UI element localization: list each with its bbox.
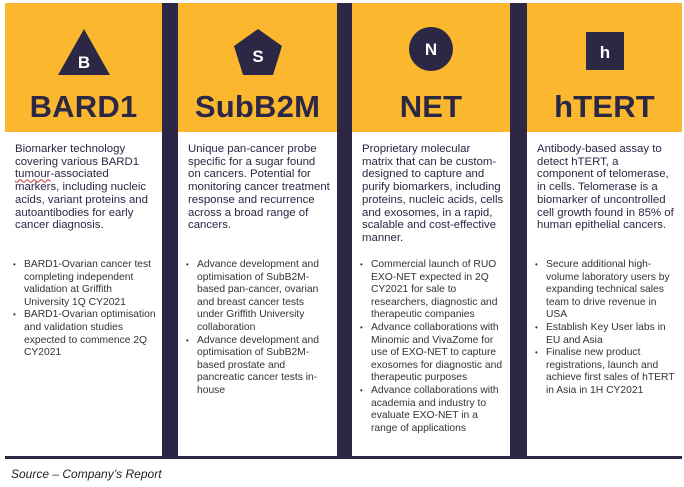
column-header: B BARD1 xyxy=(5,3,162,132)
column-subb2m: S SubB2M Unique pan-cancer probe specifi… xyxy=(178,3,337,456)
list-item: Advance development and optimisation of … xyxy=(186,335,331,398)
triangle-icon: B xyxy=(57,29,110,75)
column-description: Biomarker technology covering various BA… xyxy=(15,143,148,232)
bullet-list: Secure additional high-volume laboratory… xyxy=(527,250,682,456)
column-net: N NET Proprietary molecular matrix that … xyxy=(352,3,510,456)
list-item: Secure additional high-volume laboratory… xyxy=(535,259,676,322)
svg-text:N: N xyxy=(425,40,437,59)
column-title: NET xyxy=(399,89,463,124)
list-item: Advance collaborations with academia and… xyxy=(360,385,504,435)
column-header: S SubB2M xyxy=(178,3,337,132)
source-caption: Source – Company’s Report xyxy=(11,467,162,481)
column-title: SubB2M xyxy=(194,89,321,124)
column-title: hTERT xyxy=(554,89,655,124)
circle-icon: N xyxy=(409,27,453,71)
column-description: Proprietary molecular matrix that can be… xyxy=(362,143,504,244)
square-icon: h xyxy=(585,32,624,70)
list-item: Advance development and optimisation of … xyxy=(186,259,331,335)
svg-text:S: S xyxy=(252,47,263,66)
list-item: Commercial launch of RUO EXO-NET expecte… xyxy=(360,259,504,322)
pentagon-icon: S xyxy=(233,29,282,75)
column-bard1: B BARD1 Biomarker technology covering va… xyxy=(5,3,162,456)
bullet-list: Commercial launch of RUO EXO-NET expecte… xyxy=(352,250,510,456)
svg-text:B: B xyxy=(77,53,89,72)
list-item: Establish Key User labs in EU and Asia xyxy=(535,322,676,347)
list-item: BARD1-Ovarian optimisation and validatio… xyxy=(13,309,156,359)
list-item: BARD1-Ovarian cancer test completing ind… xyxy=(13,259,156,309)
column-title: BARD1 xyxy=(29,89,138,124)
column-description: Antibody-based assay to detect hTERT, a … xyxy=(537,143,674,232)
column-htert: h hTERT Antibody-based assay to detect h… xyxy=(527,3,682,456)
bullet-list: Advance development and optimisation of … xyxy=(178,250,337,456)
product-table: B BARD1 Biomarker technology covering va… xyxy=(5,3,682,459)
list-item: Advance collaborations with Minomic and … xyxy=(360,322,504,385)
column-description: Unique pan-cancer probe specific for a s… xyxy=(188,143,330,232)
svg-text:h: h xyxy=(599,43,609,62)
list-item: Finalise new product registrations, laun… xyxy=(535,347,676,397)
column-header: h hTERT xyxy=(527,3,682,132)
divider xyxy=(5,245,682,250)
bullet-list: BARD1-Ovarian cancer test completing ind… xyxy=(5,250,162,456)
column-header: N NET xyxy=(352,3,510,132)
